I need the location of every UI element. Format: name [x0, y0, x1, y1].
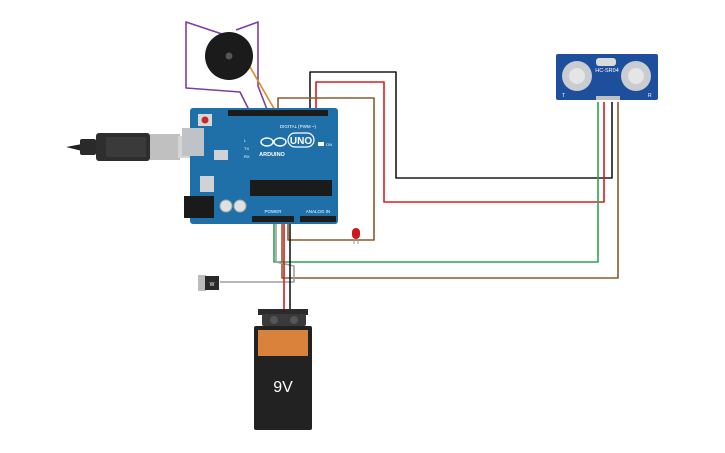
power-jack: [184, 196, 214, 218]
sensor-pins: [596, 96, 620, 100]
buzzer[interactable]: [205, 32, 253, 80]
voltage-regulator[interactable]: W: [198, 275, 219, 291]
sensor-echo-wire[interactable]: [273, 102, 599, 263]
analog-header: [300, 216, 336, 222]
wires: [185, 21, 619, 312]
digital-header-label: DIGITAL (PWM ~): [280, 124, 317, 129]
sensor-out-wire[interactable]: [281, 102, 619, 279]
buzzer-wire-2[interactable]: [235, 21, 269, 113]
arduino-uno-board[interactable]: UNO ARDUINO DIGITAL (PWM ~) POWER ANALOG…: [182, 108, 338, 224]
on-label: ON: [326, 142, 332, 147]
sensor-gnd-wire[interactable]: [309, 71, 613, 179]
ultrasonic-sensor[interactable]: HC-SR04 T R: [556, 54, 658, 100]
buzzer-wire[interactable]: [185, 21, 251, 113]
usb-cable[interactable]: [66, 133, 196, 161]
arduino-model-label: UNO: [290, 136, 312, 147]
arduino-brand-label: ARDUINO: [259, 152, 285, 158]
l-label: L: [244, 138, 247, 143]
buzzer-signal-wire[interactable]: [245, 59, 277, 113]
battery-snap: [258, 309, 308, 315]
sensor-t-mark: T: [562, 93, 565, 99]
sensor-r-mark: R: [648, 93, 652, 99]
power-header: [252, 216, 294, 222]
usb-jack: [182, 128, 204, 156]
sensor-vcc-wire[interactable]: [315, 81, 605, 203]
battery-label: 9V: [273, 379, 293, 396]
digital-header: [228, 110, 328, 116]
regulator-wire[interactable]: [220, 222, 295, 283]
red-led[interactable]: [352, 228, 360, 244]
analog-label: ANALOG IN: [306, 209, 331, 214]
rx-label: RX: [244, 154, 250, 159]
atmega-chip: [250, 180, 332, 196]
battery-terminals: [262, 314, 306, 326]
sensor-trig-wire[interactable]: [277, 97, 375, 241]
battery-cap: [258, 330, 308, 356]
arduino-logo: [260, 137, 287, 147]
sensor-model-label: HC-SR04: [595, 68, 619, 74]
battery-9v[interactable]: 9V: [254, 309, 312, 430]
regulator-label: W: [210, 282, 215, 288]
power-label: POWER: [264, 209, 282, 214]
tx-label: TX: [244, 146, 249, 151]
